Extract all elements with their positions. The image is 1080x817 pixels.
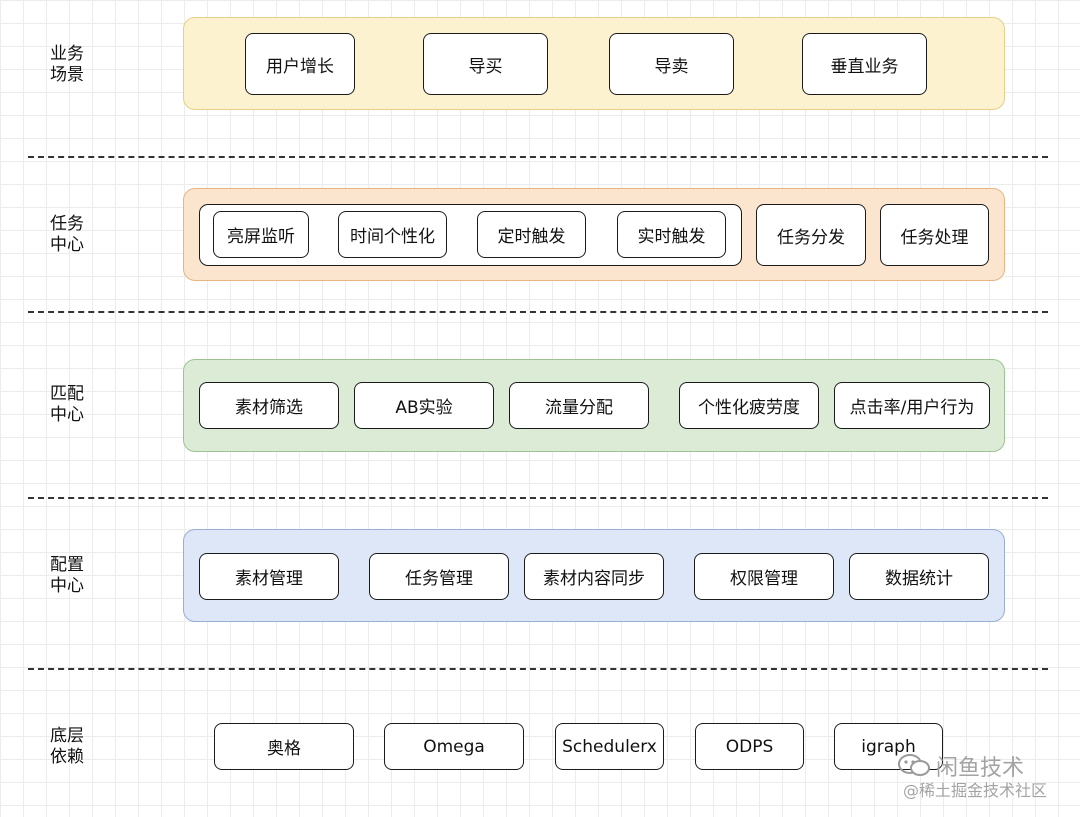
watermark-subtitle: @稀土掘金技术社区 [903,781,1048,800]
infra-label-line2: 依赖 [50,747,84,767]
business-layer-label: 业务 场景 [42,44,92,86]
config-layer-label: 配置 中心 [42,555,92,597]
business-item[interactable]: 用户增长 [245,33,355,95]
watermark-title: 闲鱼技术 [936,756,1025,781]
task-item[interactable]: 任务处理 [880,204,989,266]
infra-item[interactable]: 奥格 [214,723,354,770]
business-item[interactable]: 垂直业务 [802,33,927,95]
task-label-line2: 中心 [50,235,84,255]
trigger-item[interactable]: 实时触发 [617,211,726,258]
infra-item[interactable]: ODPS [695,723,804,770]
task-layer-label: 任务 中心 [42,214,92,256]
config-item[interactable]: 任务管理 [369,553,509,600]
match-item[interactable]: 素材筛选 [199,382,339,429]
config-item[interactable]: 数据统计 [849,553,989,600]
match-label-line1: 匹配 [50,384,84,404]
match-layer-label: 匹配 中心 [42,384,92,426]
layer-divider [28,311,1048,313]
match-item[interactable]: AB实验 [354,382,494,429]
business-item[interactable]: 导买 [423,33,548,95]
match-item[interactable]: 点击率/用户行为 [834,382,990,429]
business-item[interactable]: 导卖 [609,33,734,95]
layer-divider [28,668,1048,670]
infra-layer-label: 底层 依赖 [42,726,92,768]
trigger-item[interactable]: 亮屏监听 [213,211,309,258]
layer-divider [28,156,1048,158]
trigger-item[interactable]: 时间个性化 [338,211,447,258]
match-label-line2: 中心 [50,405,84,425]
config-label-line1: 配置 [50,555,84,575]
trigger-item[interactable]: 定时触发 [477,211,586,258]
config-item[interactable]: 素材管理 [199,553,339,600]
config-item[interactable]: 素材内容同步 [524,553,664,600]
match-item[interactable]: 个性化疲劳度 [679,382,819,429]
infra-item[interactable]: Omega [384,723,524,770]
layer-divider [28,497,1048,499]
task-item[interactable]: 任务分发 [756,204,866,266]
business-label-line2: 场景 [50,65,84,85]
task-label-line1: 任务 [50,214,84,234]
infra-item[interactable]: Schedulerx [555,723,664,770]
infra-label-line1: 底层 [50,726,84,746]
config-item[interactable]: 权限管理 [694,553,834,600]
match-item[interactable]: 流量分配 [509,382,649,429]
business-label-line1: 业务 [50,44,84,64]
wechat-icon [896,752,932,778]
config-label-line2: 中心 [50,576,84,596]
